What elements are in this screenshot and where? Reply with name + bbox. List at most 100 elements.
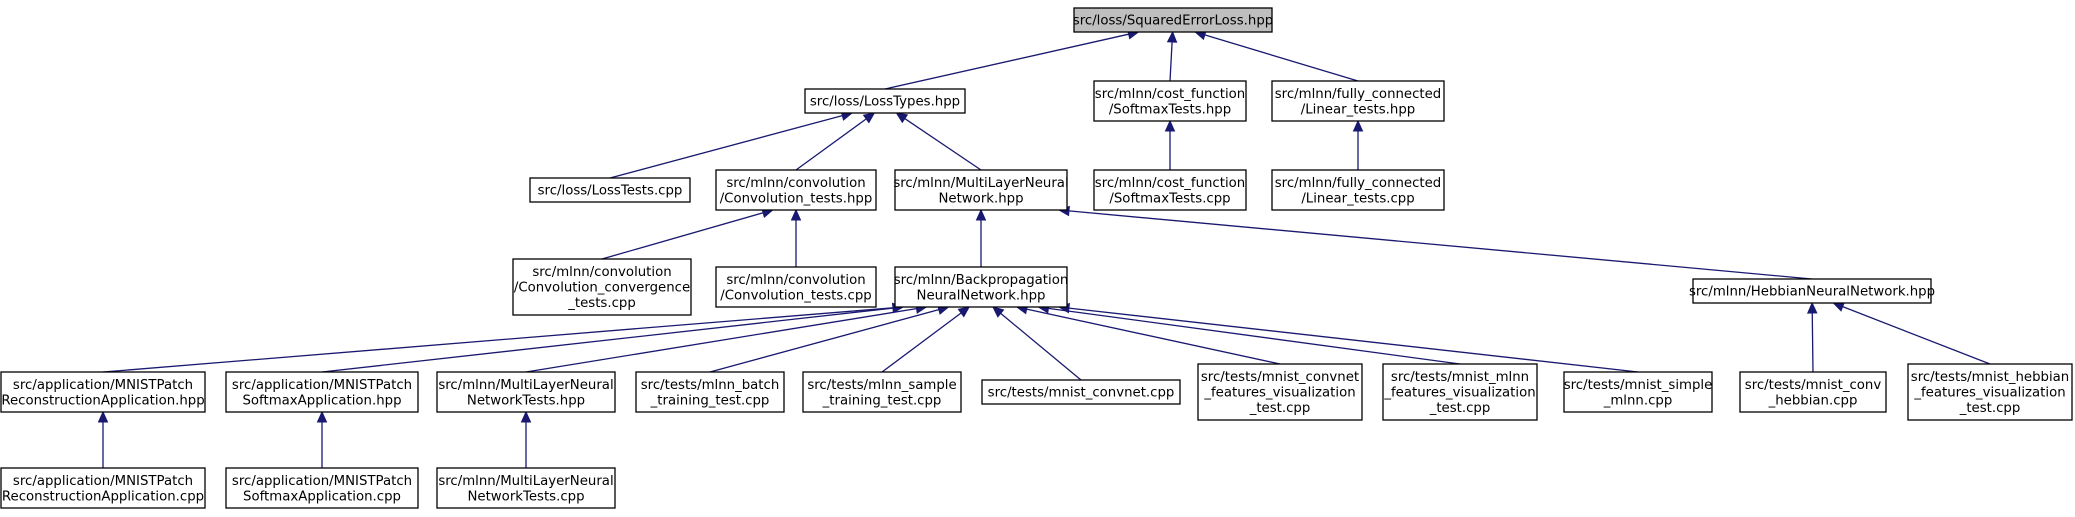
node-label-line: SoftmaxApplication.cpp — [243, 489, 401, 504]
dependency-edge — [601, 207, 774, 260]
node-label-line: _test.cpp — [1429, 401, 1491, 416]
node-label-line: src/mlnn/convolution — [726, 273, 865, 288]
dependency-edge — [102, 302, 905, 373]
node-label-line: _test.cpp — [1959, 401, 2021, 416]
file-node-src-mlnn-multilayerneuralnetworktests-cpp[interactable]: src/mlnn/MultiLayerNeuralNetworkTests.cp… — [436, 467, 616, 509]
arrowhead-icon — [1166, 30, 1178, 43]
node-label-line: src/application/MNISTPatch — [232, 474, 412, 489]
arrowhead-icon — [1164, 119, 1176, 132]
edge-line — [601, 212, 764, 260]
dependency-edge — [1832, 301, 1991, 365]
edge-line — [881, 312, 962, 373]
node-box — [635, 371, 785, 413]
file-node-src-application-mnistpatchreconstructionapplication-hpp[interactable]: src/application/MNISTPatchReconstruction… — [0, 371, 206, 413]
arrowhead-icon — [1832, 301, 1846, 312]
node-label-line: _mlnn.cpp — [1603, 393, 1673, 408]
node-label-line: src/mlnn/convolution — [726, 176, 865, 191]
arrowhead-icon — [957, 306, 971, 318]
arrowhead-icon — [520, 410, 532, 423]
edge-line — [709, 309, 940, 373]
file-node-src-application-mnistpatchsoftmaxapplication-cpp[interactable]: src/application/MNISTPatchSoftmaxApplica… — [225, 467, 419, 509]
dependency-edge — [1057, 302, 1639, 373]
edge-line — [102, 307, 894, 373]
file-node-src-mlnn-cost-function-softmaxtests-cpp[interactable]: src/mlnn/cost_function/SoftmaxTests.cpp — [1093, 169, 1247, 211]
node-box — [804, 88, 966, 114]
edge-line — [1068, 307, 1639, 373]
node-label-line: src/mlnn/cost_function — [1095, 87, 1245, 102]
file-node-src-loss-losstests-cpp[interactable]: src/loss/LossTests.cpp — [529, 177, 691, 203]
edge-line — [609, 114, 843, 179]
file-node-src-mlnn-convolution-convolution-convergence-tests-cpp[interactable]: src/mlnn/convolution/Convolution_converg… — [512, 258, 692, 316]
file-node-src-mlnn-convolution-convolution-tests-hpp[interactable]: src/mlnn/convolution/Convolution_tests.h… — [715, 169, 877, 211]
arrowhead-icon — [975, 208, 987, 221]
node-label-line: src/mlnn/cost_function — [1095, 176, 1245, 191]
file-node-src-tests-mlnn-batch-training-test-cpp[interactable]: src/tests/mlnn_batch_training_test.cpp — [635, 371, 785, 413]
file-node-src-tests-mnist-conv-hebbian-cpp[interactable]: src/tests/mnist_conv_hebbian.cpp — [1739, 371, 1887, 413]
dependency-edge — [1352, 119, 1364, 170]
arrowhead-icon — [316, 410, 328, 423]
dependency-edge — [1037, 303, 1461, 365]
node-label-line: src/application/MNISTPatch — [13, 474, 193, 489]
node-box — [1093, 80, 1247, 122]
dependency-edge — [884, 29, 1140, 90]
file-node-src-mlnn-fully-connected-linear-tests-cpp[interactable]: src/mlnn/fully_connected/Linear_tests.cp… — [1271, 169, 1445, 211]
node-label-line: SoftmaxApplication.hpp — [242, 393, 401, 408]
node-box — [225, 371, 419, 413]
edge-line — [884, 33, 1129, 90]
node-label-line: _hebbian.cpp — [1768, 393, 1858, 408]
node-box — [1093, 169, 1247, 211]
file-node-src-tests-mnist-simple-mlnn-cpp[interactable]: src/tests/mnist_simple_mlnn.cpp — [1563, 371, 1713, 413]
dependency-edge — [1164, 119, 1176, 170]
node-label-line: src/tests/mnist_conv — [1745, 378, 1882, 393]
node-label-line: src/tests/mlnn_batch — [641, 378, 780, 393]
file-node-src-mlnn-backpropagationneuralnetwork-hpp[interactable]: src/mlnn/BackpropagationNeuralNetwork.hp… — [894, 266, 1069, 308]
node-label-line: /Convolution_tests.hpp — [720, 191, 873, 206]
node-label-line: /Convolution_convergence — [514, 281, 690, 296]
edge-line — [795, 118, 867, 171]
node-label-line: src/tests/mnist_simple — [1564, 378, 1713, 393]
node-label-line: src/loss/LossTypes.hpp — [810, 95, 960, 110]
node-label-line: src/application/MNISTPatch — [232, 378, 412, 393]
node-label-line: src/mlnn/MultiLayerNeural — [438, 474, 613, 489]
node-label-line: src/tests/mnist_convnet — [1201, 370, 1359, 385]
file-node-src-tests-mnist-convnet-cpp[interactable]: src/tests/mnist_convnet.cpp — [981, 379, 1181, 405]
file-node-src-mlnn-multilayerneuralnetworktests-hpp[interactable]: src/mlnn/MultiLayerNeuralNetworkTests.hp… — [436, 371, 616, 413]
file-node-src-mlnn-hebbianneuralnetwork-hpp[interactable]: src/mlnn/HebbianNeuralNetwork.hpp — [1689, 278, 1935, 304]
file-node-src-mlnn-convolution-convolution-tests-cpp[interactable]: src/mlnn/convolution/Convolution_tests.c… — [715, 266, 877, 308]
dependency-edge — [1057, 205, 1813, 280]
arrowhead-icon — [790, 208, 802, 221]
node-label-line: src/loss/SquaredErrorLoss.hpp — [1073, 14, 1273, 29]
file-node-src-application-mnistpatchsoftmaxapplication-hpp[interactable]: src/application/MNISTPatchSoftmaxApplica… — [225, 371, 419, 413]
node-label-line: /Convolution_tests.cpp — [720, 288, 871, 303]
node-box — [1197, 363, 1363, 421]
file-node-src-application-mnistpatchreconstructionapplication-cpp[interactable]: src/application/MNISTPatchReconstruction… — [0, 467, 206, 509]
node-box — [1692, 278, 1932, 304]
dependency-edge — [992, 306, 1082, 381]
arrowhead-icon — [97, 410, 109, 423]
file-node-src-tests-mnist-hebbian-features-visualization-test-cpp[interactable]: src/tests/mnist_hebbian_features_visuali… — [1907, 363, 2073, 421]
file-node-src-tests-mnist-convnet-features-visualization-test-cpp[interactable]: src/tests/mnist_convnet_features_visuali… — [1197, 363, 1363, 421]
node-label-line: _features_visualization — [1913, 386, 2065, 401]
edges-layer — [97, 29, 1991, 468]
node-label-line: src/mlnn/HebbianNeuralNetwork.hpp — [1689, 285, 1935, 300]
file-node-src-mlnn-cost-function-softmaxtests-hpp[interactable]: src/mlnn/cost_function/SoftmaxTests.hpp — [1093, 80, 1247, 122]
edge-line — [1026, 308, 1281, 365]
edge-line — [321, 307, 894, 373]
file-node-src-tests-mnist-mlnn-features-visualization-test-cpp[interactable]: src/tests/mnist_mlnn_features_visualizat… — [1382, 363, 1538, 421]
node-label-line: src/tests/mlnn_sample — [807, 378, 956, 393]
file-node-src-loss-losstypes-hpp[interactable]: src/loss/LossTypes.hpp — [804, 88, 966, 114]
node-box — [715, 266, 877, 308]
node-label-line: /SoftmaxTests.cpp — [1109, 191, 1230, 206]
file-node-src-mlnn-fully-connected-linear-tests-hpp[interactable]: src/mlnn/fully_connected/Linear_tests.hp… — [1271, 80, 1445, 122]
edge-line — [1204, 34, 1359, 82]
node-label-line: ReconstructionApplication.cpp — [2, 489, 204, 504]
node-label-line: src/mlnn/fully_connected — [1275, 87, 1442, 102]
node-label-line: _training_test.cpp — [650, 393, 770, 408]
file-node-src-tests-mlnn-sample-training-test-cpp[interactable]: src/tests/mlnn_sample_training_test.cpp — [802, 371, 962, 413]
dependency-edge — [895, 112, 982, 171]
edge-line — [1048, 307, 1461, 365]
arrowhead-icon — [1806, 301, 1818, 314]
edge-line — [525, 307, 917, 373]
node-label-line: src/mlnn/Backpropagation — [894, 273, 1069, 288]
